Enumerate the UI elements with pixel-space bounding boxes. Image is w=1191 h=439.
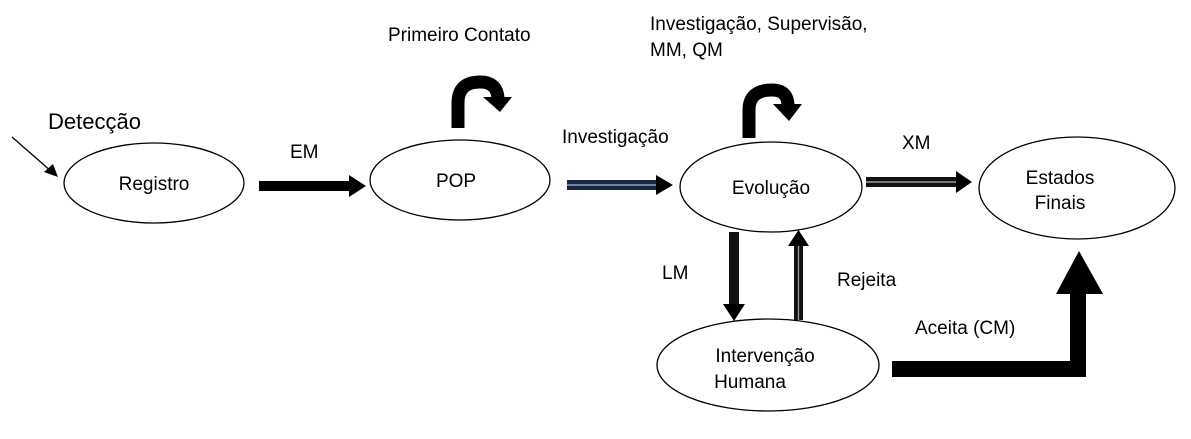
primeiro-contato-loop-arrow — [451, 75, 512, 128]
primeiro-contato-label: Primeiro Contato — [388, 25, 531, 46]
investigacao-arrow — [567, 175, 673, 195]
node-registro-label: Registro — [119, 174, 190, 195]
node-evolucao-label: Evolução — [732, 178, 810, 199]
node-intervencao-humana-label-line1: Intervenção — [715, 346, 814, 367]
node-registro — [63, 142, 245, 224]
evolucao-loop-label-line1: Investigação, Supervisão, — [650, 14, 868, 35]
aceita-cm-arrow — [892, 251, 1103, 377]
node-pop-label: POP — [436, 171, 476, 192]
xm-label: XM — [902, 133, 931, 154]
em-label: EM — [290, 142, 319, 163]
lm-arrow — [723, 232, 745, 321]
investigacao-label: Investigação — [562, 127, 669, 148]
evolucao-loop-arrow — [742, 83, 802, 138]
deteccao-label: Detecção — [48, 109, 141, 134]
rejeita-arrow — [788, 230, 809, 320]
xm-arrow — [866, 171, 972, 193]
node-pop — [369, 139, 551, 221]
lm-label: LM — [662, 263, 688, 284]
node-estados-finais-label-line2: Finais — [1035, 193, 1086, 214]
em-arrow — [259, 175, 366, 197]
deteccao-arrow — [11, 136, 58, 177]
rejeita-label: Rejeita — [837, 270, 897, 291]
node-intervencao-humana-label-line2: Humana — [714, 372, 786, 393]
node-evolucao — [679, 141, 863, 233]
node-estados-finais — [978, 136, 1176, 240]
evolucao-loop-label-line2: MM, QM — [650, 40, 723, 61]
node-estados-finais-label-line1: Estados — [1026, 168, 1095, 189]
node-intervencao-humana — [656, 318, 880, 412]
aceita-cm-label: Aceita (CM) — [915, 318, 1015, 339]
